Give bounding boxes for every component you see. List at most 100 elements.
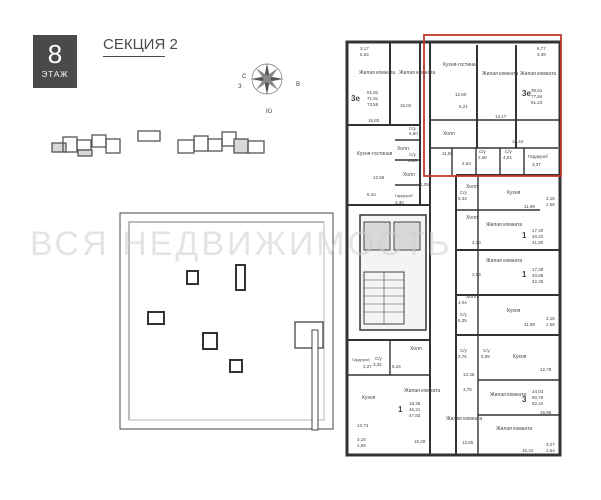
apartment-area: 44,03: [532, 389, 544, 394]
highlighted-apartment-frame: [423, 34, 562, 177]
room-value: 3,17: [360, 46, 369, 51]
room-label: Кухня-гостиная: [357, 151, 393, 157]
apartment-area: 41,80: [532, 240, 544, 245]
room-label: Холл: [410, 346, 422, 352]
section-key-plan: [51, 130, 265, 157]
floor-badge: 8 ЭТАЖ: [33, 35, 77, 88]
room-value: 1,64: [546, 448, 555, 453]
apartment-room-count: 3е: [351, 94, 360, 103]
building-core: [359, 214, 427, 331]
room-value: 6,35: [458, 318, 467, 323]
apartment-area: 51,92: [367, 90, 379, 95]
room-value: 11,99: [524, 204, 535, 209]
room-value: 5,64: [360, 52, 369, 57]
apartment-area: 81,23: [531, 100, 543, 105]
room-value: 6,60: [409, 131, 418, 136]
room-label: Кухня: [507, 190, 521, 196]
room-label: С/у: [460, 348, 468, 353]
room-label: Холл: [466, 294, 478, 300]
room-value: 11,58: [442, 151, 453, 156]
room-value: 10,44: [512, 139, 524, 144]
room-label: С/у: [479, 149, 487, 154]
floor-label: ЭТАЖ: [41, 70, 69, 79]
room-label: Гардероб: [395, 193, 413, 198]
apartment-room-count: 3: [522, 395, 527, 404]
compass-west-label: З: [238, 84, 242, 90]
apartment-room-count: 3е: [522, 89, 531, 98]
apartment-area: 39,61: [531, 88, 543, 93]
room-value: 1,58: [357, 443, 366, 448]
room-label: С/у: [460, 312, 468, 317]
room-value: 6,33: [458, 196, 467, 201]
floor-number: 8: [47, 39, 63, 69]
room-value: 12,78: [540, 367, 552, 372]
room-label: Холл: [466, 184, 478, 190]
room-label: Холл: [466, 215, 478, 221]
apartment-area: 40,22: [532, 234, 544, 239]
building-walls: [345, 40, 562, 457]
room-value: 12,59: [373, 175, 385, 180]
room-label: С/у: [409, 152, 417, 157]
watermark: ВСЯ НЕДВИЖИМОСТЬ: [30, 225, 453, 263]
room-label: Жилая комната: [496, 426, 532, 432]
room-label: Кухня: [513, 354, 527, 360]
room-value: 3,15: [546, 196, 555, 201]
room-value: 2,53: [462, 161, 471, 166]
apartment-area: 82,42: [532, 401, 544, 406]
room-value: 3,30: [472, 240, 481, 245]
room-value: 15,86: [540, 410, 552, 415]
room-label: Кухня: [507, 308, 521, 314]
room-label: Холл: [397, 146, 409, 152]
compass-south-label: Ю: [266, 109, 272, 115]
room-value: 3,75: [463, 387, 472, 392]
apartment-area: 71,91: [367, 96, 379, 101]
section-title-underline: [103, 56, 165, 57]
room-value: 12,65: [462, 440, 474, 445]
room-label: Холл: [443, 131, 455, 137]
apartment-area: 42,26: [532, 279, 544, 284]
room-value: 4,06: [408, 158, 417, 163]
apartment-area: 77,84: [531, 94, 543, 99]
room-label: Жилая комната: [482, 71, 518, 77]
room-value: 3,37: [532, 162, 541, 167]
apartment-area: 40,68: [532, 273, 544, 278]
room-label: Жилая комната: [399, 70, 435, 76]
room-value: 1,58: [546, 202, 555, 207]
room-label: Жилая комната: [359, 70, 395, 76]
room-value: 4,04: [503, 155, 512, 160]
apartment-area: 73,55: [367, 102, 379, 107]
room-value: 2,06: [478, 155, 487, 160]
room-value: 14,17: [495, 114, 507, 119]
room-label: Холл: [403, 172, 415, 178]
room-value: 13,74: [357, 423, 369, 428]
room-value: 13,36: [463, 372, 475, 377]
room-label: Кухня-гостиная: [443, 62, 479, 68]
room-label: С/у: [460, 190, 468, 195]
room-label: Гардероб: [528, 154, 548, 159]
room-value: 3,30: [395, 200, 404, 205]
room-value: 12,60: [455, 92, 467, 97]
room-value: 3,15: [357, 437, 366, 442]
room-value: 2,53: [472, 272, 481, 277]
room-value: 3,27: [363, 364, 372, 369]
room-value: 6,21: [459, 104, 468, 109]
room-value: 15,80: [368, 118, 380, 123]
room-value: 6,77: [537, 46, 546, 51]
room-label: Жилая комната: [490, 392, 526, 398]
room-label: С/у: [483, 348, 491, 353]
room-value: 4,04: [458, 300, 467, 305]
apartment-area: 17,38: [532, 267, 544, 272]
room-label: Гардероб: [352, 357, 370, 362]
room-label: С/у: [375, 356, 383, 361]
room-value: 18,28: [414, 439, 426, 444]
apartment-area: 80,78: [532, 395, 544, 400]
room-value: 3,32: [373, 362, 382, 367]
room-label: С/у: [409, 126, 417, 131]
apartment-room-count: 1: [522, 231, 527, 240]
terrace: [119, 212, 334, 431]
room-value: 3,27: [546, 442, 555, 447]
room-label: Жилая комната: [486, 222, 522, 228]
room-value: 3,39: [537, 52, 546, 57]
room-value: 3,15: [546, 316, 555, 321]
